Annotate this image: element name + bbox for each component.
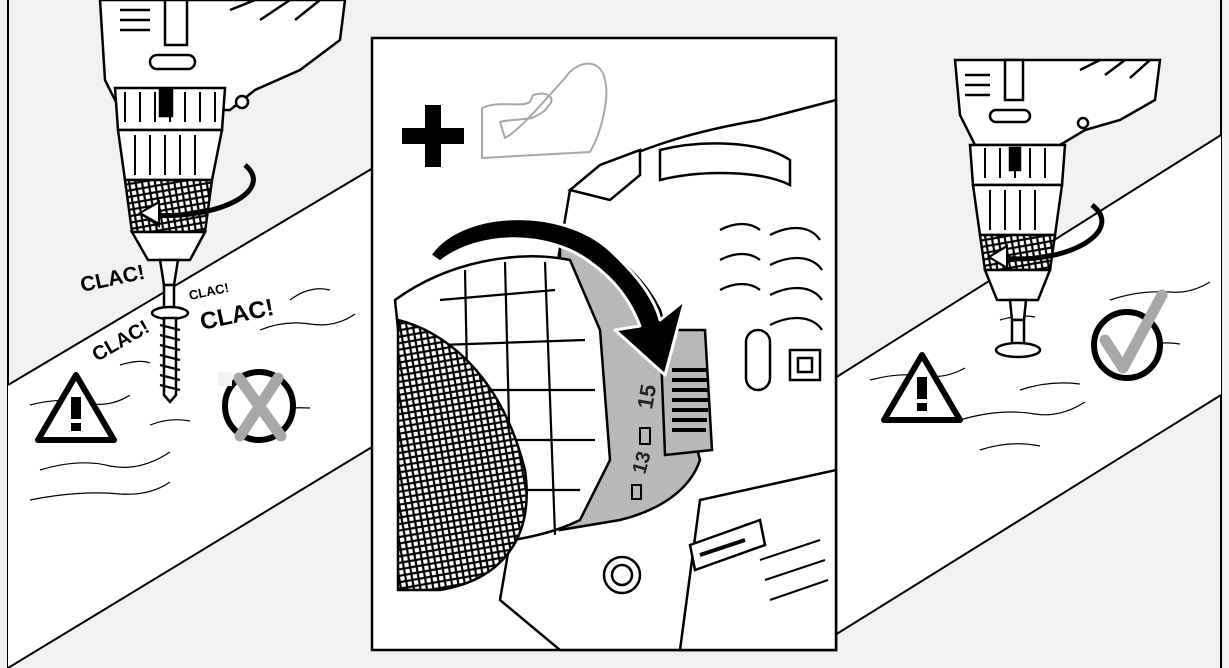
clockwise-arrow-icon [428, 217, 687, 377]
flexed-arm-icon [481, 62, 608, 159]
rotation-arrow-right [999, 203, 1105, 262]
clac-label: CLAC! [78, 261, 147, 297]
wood-board-right [835, 135, 1221, 635]
plus-sign [402, 105, 464, 167]
dial-number: 15 [632, 382, 661, 410]
circled-x-icon [218, 369, 296, 443]
knurled-chuck [396, 318, 528, 592]
circled-check-icon [1091, 289, 1168, 381]
drill-left [98, 0, 347, 404]
left-panel: CLAC! CLAC! CLAC! CLAC! [7, 0, 401, 668]
right-panel [834, 58, 1222, 636]
center-panel: + [370, 36, 838, 652]
warning-triangle-icon [881, 352, 963, 423]
wood-board-left [8, 152, 400, 668]
rotation-arrow-left [149, 163, 256, 219]
drill-right [953, 58, 1162, 359]
warning-triangle-icon [35, 372, 117, 443]
ring-grip [658, 328, 714, 457]
